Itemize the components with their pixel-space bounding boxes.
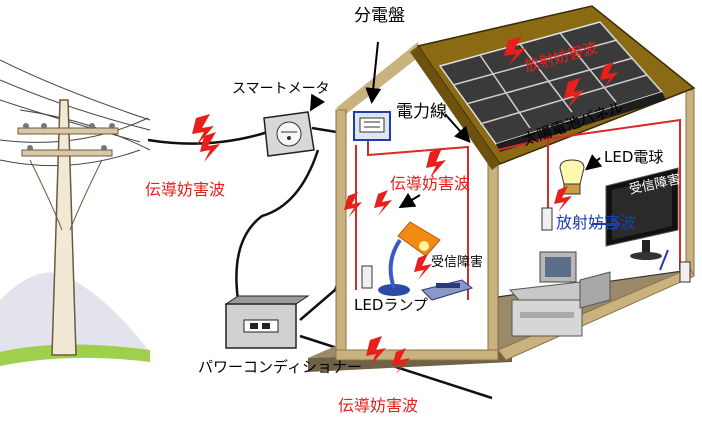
smart-meter — [263, 111, 315, 157]
power-line-label: 電力線 — [396, 102, 447, 122]
house — [308, 5, 696, 372]
power-conditioner-label: パワーコンディショナー — [198, 358, 362, 376]
office-equipment-illustration — [508, 251, 611, 337]
tv-illustration — [605, 167, 679, 260]
conducted-noise-indoor-label: 伝導妨害波 — [390, 174, 471, 193]
conducted-noise-bottom-label: 伝導妨害波 — [338, 396, 419, 415]
distribution-board-label: 分電盤 — [354, 6, 405, 26]
wall-outlet — [679, 261, 691, 283]
wall-outlet — [541, 207, 553, 231]
conducted-noise-outdoor-label: 伝導妨害波 — [145, 180, 226, 199]
wall-outlet — [361, 265, 373, 289]
led-bulb-label: LED電球 — [604, 148, 664, 166]
radiated-noise-room-label: 放射妨害波 — [556, 213, 637, 232]
smart-meter-label: スマートメータ — [232, 81, 330, 97]
led-bulb-illustration — [559, 159, 585, 195]
distribution-board — [353, 111, 391, 141]
power-conditioner — [224, 295, 310, 349]
callout-arrows — [309, 41, 603, 209]
noise-bolts — [192, 36, 618, 374]
reception-interference-lamp-label: 受信障害 — [431, 255, 484, 270]
radiation-arrows — [592, 217, 669, 271]
utility-pole — [0, 59, 151, 366]
radio-device-illustration — [421, 279, 474, 301]
led-lamp-label: LEDランプ — [354, 296, 428, 314]
led-desk-lamp-illustration — [378, 221, 441, 296]
